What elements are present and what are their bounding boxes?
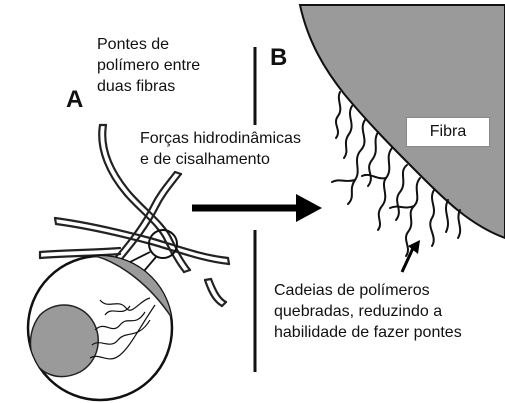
forces-caption: Forças hidrodinâmicas e de cisalhamento	[140, 128, 301, 170]
panel-b-label: B	[270, 44, 287, 72]
bridges-caption: Pontes de polímero entre duas fibras	[97, 34, 200, 97]
broken-chains-caption: Cadeias de polímeros quebradas, reduzind…	[274, 280, 462, 343]
chains-pointer	[402, 240, 420, 272]
panel-a-label: A	[66, 86, 83, 114]
process-arrow	[192, 194, 322, 222]
fiber-label: Fibra	[406, 117, 490, 147]
magnified-view	[28, 250, 180, 400]
